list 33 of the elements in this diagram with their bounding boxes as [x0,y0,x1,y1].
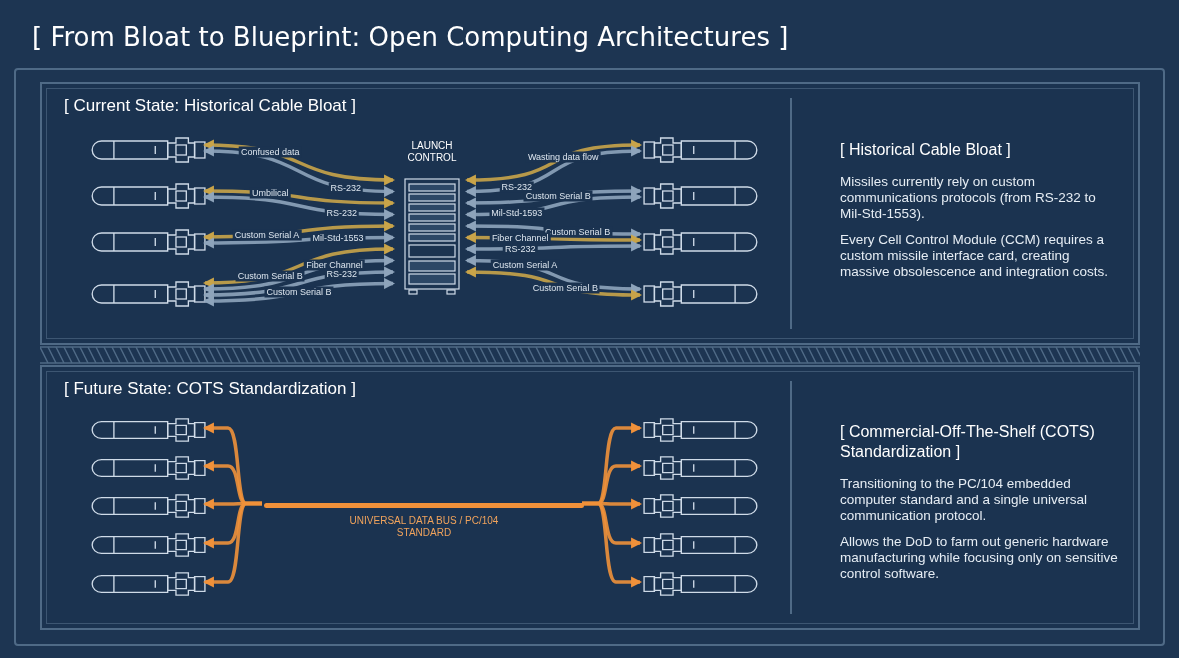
edge-label: Custom Serial A [490,259,560,271]
bus-branch-arrow [202,501,262,588]
card-heading: [ Commercial-Off-The-Shelf (COTS) Standardization ] [840,422,1096,462]
rack-heading: LAUNCH CONTROL [406,140,458,164]
card-paragraph: Transitioning to the PC/104 embedded computer standard and a single universal communication protocol. [840,476,1088,524]
edge-label: RS-232 [324,207,359,219]
edge-label: Custom Serial B [235,271,305,282]
edge-label: Mil-Std-1593 [489,207,545,219]
section-panel [40,365,1140,630]
bus-label: UNIVERSAL DATA BUS / PC/104 STANDARD [348,515,500,539]
edge-label: Wasting data flow [525,151,601,163]
edge-label: Mil-Std-1553 [310,232,366,244]
edge-label: Custom Serial B [523,190,593,202]
card-paragraph: Every Cell Control Module (CCM) requires a custom missile interface card, creating massive obsolescence and integration costs. [840,232,1109,280]
card-heading: [ Historical Cable Bloat ] [840,140,1012,160]
edge-label: Custom Serial B [530,282,600,294]
cable-arrow [464,139,643,186]
page-title: [ From Bloat to Blueprint: Open Computing Architectures ] [32,21,789,54]
section-heading: [ Future State: COTS Standardization ] [64,378,356,400]
edge-label: RS-232 [499,181,534,193]
card-paragraph: Missiles currently rely on custom communications protocols (from RS-232 to Mil-Std-1553). [840,174,1097,222]
edge-label: Umbilical [250,187,291,199]
edge-label: RS-232 [502,243,538,255]
edge-label: RS-232 [324,268,359,280]
section-heading: [ Current State: Historical Cable Bloat ] [64,95,356,117]
edge-label: RS-232 [328,182,363,194]
section-panel [40,82,1140,345]
edge-label: Custom Serial A [232,229,302,241]
edge-label: Confused data [238,146,302,158]
bus-branch-arrow [582,501,643,588]
card-paragraph: Allows the DoD to farm out generic hardware manufacturing while focusing only on sensitive control software. [840,534,1119,582]
edge-label: Fiber Channel [304,259,365,271]
edge-label: Custom Serial B [264,286,334,298]
